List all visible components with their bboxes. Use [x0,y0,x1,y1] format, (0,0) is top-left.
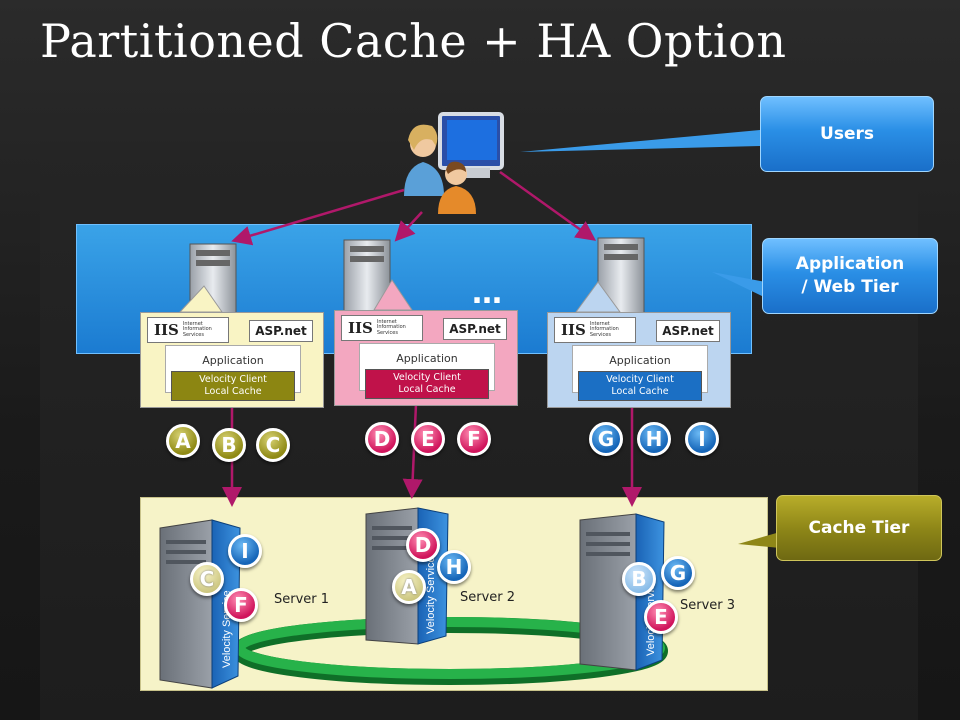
partition-ball: E [411,422,445,456]
cache-tier-callout-label: Cache Tier [808,517,910,538]
primary-partition-ball: F [224,588,258,622]
local-cache-label: Local Cache [611,385,669,397]
velocity-client-label: Velocity Client [606,374,674,385]
partition-ball: G [589,422,623,456]
velocity-client-box: Velocity Client Local Cache [171,371,295,401]
app-tier-callout-line1: Application [795,254,905,275]
primary-partition-ball: G [661,556,695,590]
iis-logo-subtext: Internet Information Services [376,318,406,336]
velocity-client-label: Velocity Client [393,372,461,383]
app-tier-callout: Application / Web Tier [762,238,938,314]
server-3-label: Server 3 [680,598,736,613]
primary-partition-ball: I [228,534,262,568]
iis-logo-text: IIS [154,321,179,339]
users-callout: Users [760,96,934,172]
iis-logo-subtext: Internet Information Services [182,320,212,338]
velocity-client-box: Velocity Client Local Cache [578,371,702,401]
partition-ball: A [166,424,200,458]
partition-ball: B [212,428,246,462]
local-cache-label: Local Cache [398,383,456,395]
partition-ball: I [685,422,719,456]
primary-partition-ball: H [437,550,471,584]
partition-ball: F [457,422,491,456]
server-1-label: Server 1 [274,592,330,607]
secondary-partition-ball: B [622,562,656,596]
server-2-label: Server 2 [460,590,516,605]
aspnet-logo: ASP.net [443,318,507,340]
users-callout-label: Users [820,123,874,144]
iis-logo-text: IIS [561,321,586,339]
iis-logo-subtext: Internet Information Services [589,320,619,338]
cache-server-2-vertical-text: Velocity Service [425,556,437,634]
app-tier-callout-line2: / Web Tier [801,277,899,297]
primary-partition-ball: E [644,600,678,634]
aspnet-logo: ASP.net [249,320,313,342]
users-icon [404,112,504,214]
user-to-app-arrows [231,170,597,246]
partition-ball: H [637,422,671,456]
velocity-client-label: Velocity Client [199,374,267,385]
page-title: Partitioned Cache + HA Option [40,14,787,68]
aspnet-logo: ASP.net [656,320,720,342]
partition-ball: C [256,428,290,462]
velocity-client-box: Velocity Client Local Cache [365,369,489,399]
local-cache-label: Local Cache [204,385,262,397]
secondary-partition-ball: C [190,562,224,596]
users-callout-tail [520,130,760,152]
more-servers-ellipsis: … [472,276,503,311]
cache-callout-tail [738,532,780,548]
cache-tier-callout: Cache Tier [776,495,942,561]
primary-partition-ball: D [406,528,440,562]
secondary-partition-ball: A [392,570,426,604]
partition-ball: D [365,422,399,456]
iis-logo-text: IIS [348,319,373,337]
app-callout-tail [712,272,766,298]
cache-server-3: Velocity Service [579,513,665,671]
